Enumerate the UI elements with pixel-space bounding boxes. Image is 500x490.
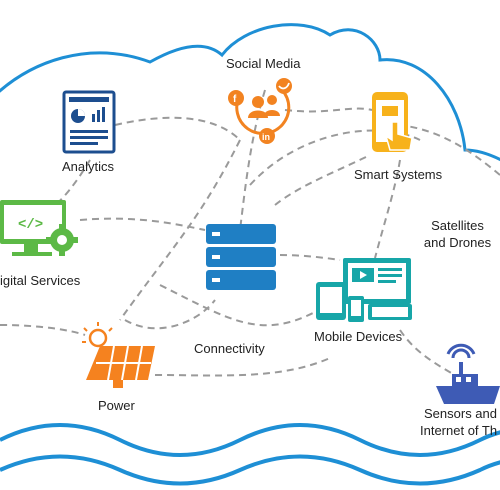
report-chart-icon — [62, 90, 116, 154]
cloud-outline — [0, 23, 500, 162]
monitor-code-gear-icon: </> — [0, 200, 78, 256]
label-connectivity: Connectivity — [194, 341, 265, 356]
label-satellites-line1: Satellites — [431, 218, 484, 233]
linkedin-icon — [259, 128, 275, 144]
label-mobile-devices: Mobile Devices — [314, 329, 403, 344]
server-stack-icon — [206, 224, 276, 290]
facebook-icon — [228, 90, 244, 106]
label-smart-systems: Smart Systems — [354, 167, 443, 182]
label-analytics: Analytics — [62, 159, 115, 174]
label-digital-services: igital Services — [0, 273, 81, 288]
label-sensors-line2: Internet of Th — [420, 423, 498, 438]
smartphone-touch-icon — [372, 92, 413, 152]
label-sensors-line1: Sensors and — [424, 406, 497, 421]
label-satellites: Satellites and Drones — [420, 217, 495, 251]
svg-text:f: f — [233, 94, 237, 105]
svg-text:</>: </> — [18, 217, 43, 233]
social-media-icon: f in — [228, 78, 292, 144]
label-power: Power — [98, 398, 135, 413]
solar-panel-icon — [82, 322, 155, 388]
twitter-icon — [276, 78, 292, 94]
devices-icon — [316, 258, 412, 322]
label-satellites-line2: and Drones — [423, 235, 492, 250]
label-sensors: Sensors and Internet of Th — [420, 405, 500, 439]
svg-text:in: in — [262, 132, 270, 142]
label-social-media: Social Media — [226, 56, 301, 71]
ship-sensor-icon — [436, 343, 500, 404]
wave-line-2 — [0, 454, 500, 486]
wave-line-1 — [0, 423, 500, 457]
